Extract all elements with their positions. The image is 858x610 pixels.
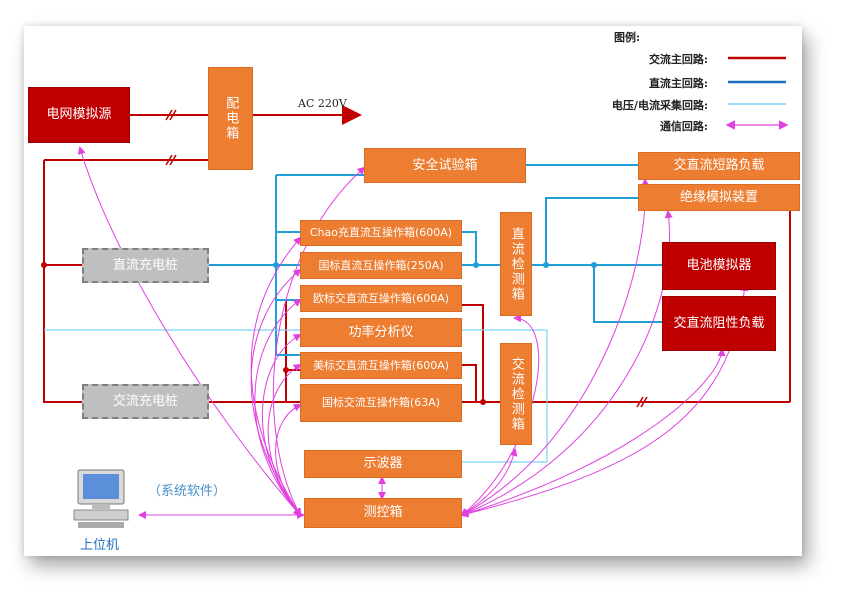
chao-box: Chao充直流互操作箱(600A) (300, 220, 462, 246)
dc-pile-box: 直流充电桩 (82, 248, 209, 283)
grid-source-box: 电网模拟源 (28, 87, 130, 143)
computer-icon (70, 468, 132, 530)
power-analyzer-box: 功率分析仪 (300, 318, 462, 347)
comm-lines (77, 146, 749, 519)
safety-box: 安全试验箱 (364, 148, 526, 183)
software-label: （系统软件） (148, 484, 227, 499)
legend-dc-label: 直流主回路: (648, 77, 708, 90)
control-box: 测控箱 (304, 498, 462, 528)
distribution-box: 配电箱 (208, 67, 253, 170)
ac-dc-short-load-box: 交直流短路负载 (638, 152, 800, 180)
oscilloscope-box: 示波器 (304, 450, 462, 478)
eu-ac-box: 欧标交直流互操作箱(600A) (300, 285, 462, 312)
ac-pile-box: 交流充电桩 (82, 384, 209, 419)
legend-lines (725, 56, 789, 130)
legend-comm-label: 通信回路: (659, 120, 708, 133)
legend-title: 图例: (614, 31, 641, 44)
ac-output-label: AC 220V (298, 97, 347, 110)
gb-ac-box: 国标交流互操作箱(63A) (300, 384, 462, 422)
battery-sim-box: 电池模拟器 (662, 242, 776, 290)
dc-detect-box: 直流检测箱 (500, 212, 532, 316)
resistive-load-box: 交直流阻性负载 (662, 296, 776, 351)
host-pc-label: 上位机 (80, 538, 120, 553)
us-ac-box: 美标交直流互操作箱(600A) (300, 352, 462, 379)
legend-ac-label: 交流主回路: (648, 53, 708, 66)
gb-dc-box: 国标直流互操作箱(250A) (300, 252, 462, 279)
insulation-sim-box: 绝缘模拟装置 (638, 184, 800, 211)
legend-sample-label: 电压/电流采集回路: (611, 99, 708, 112)
ac-detect-box: 交流检测箱 (500, 343, 532, 445)
